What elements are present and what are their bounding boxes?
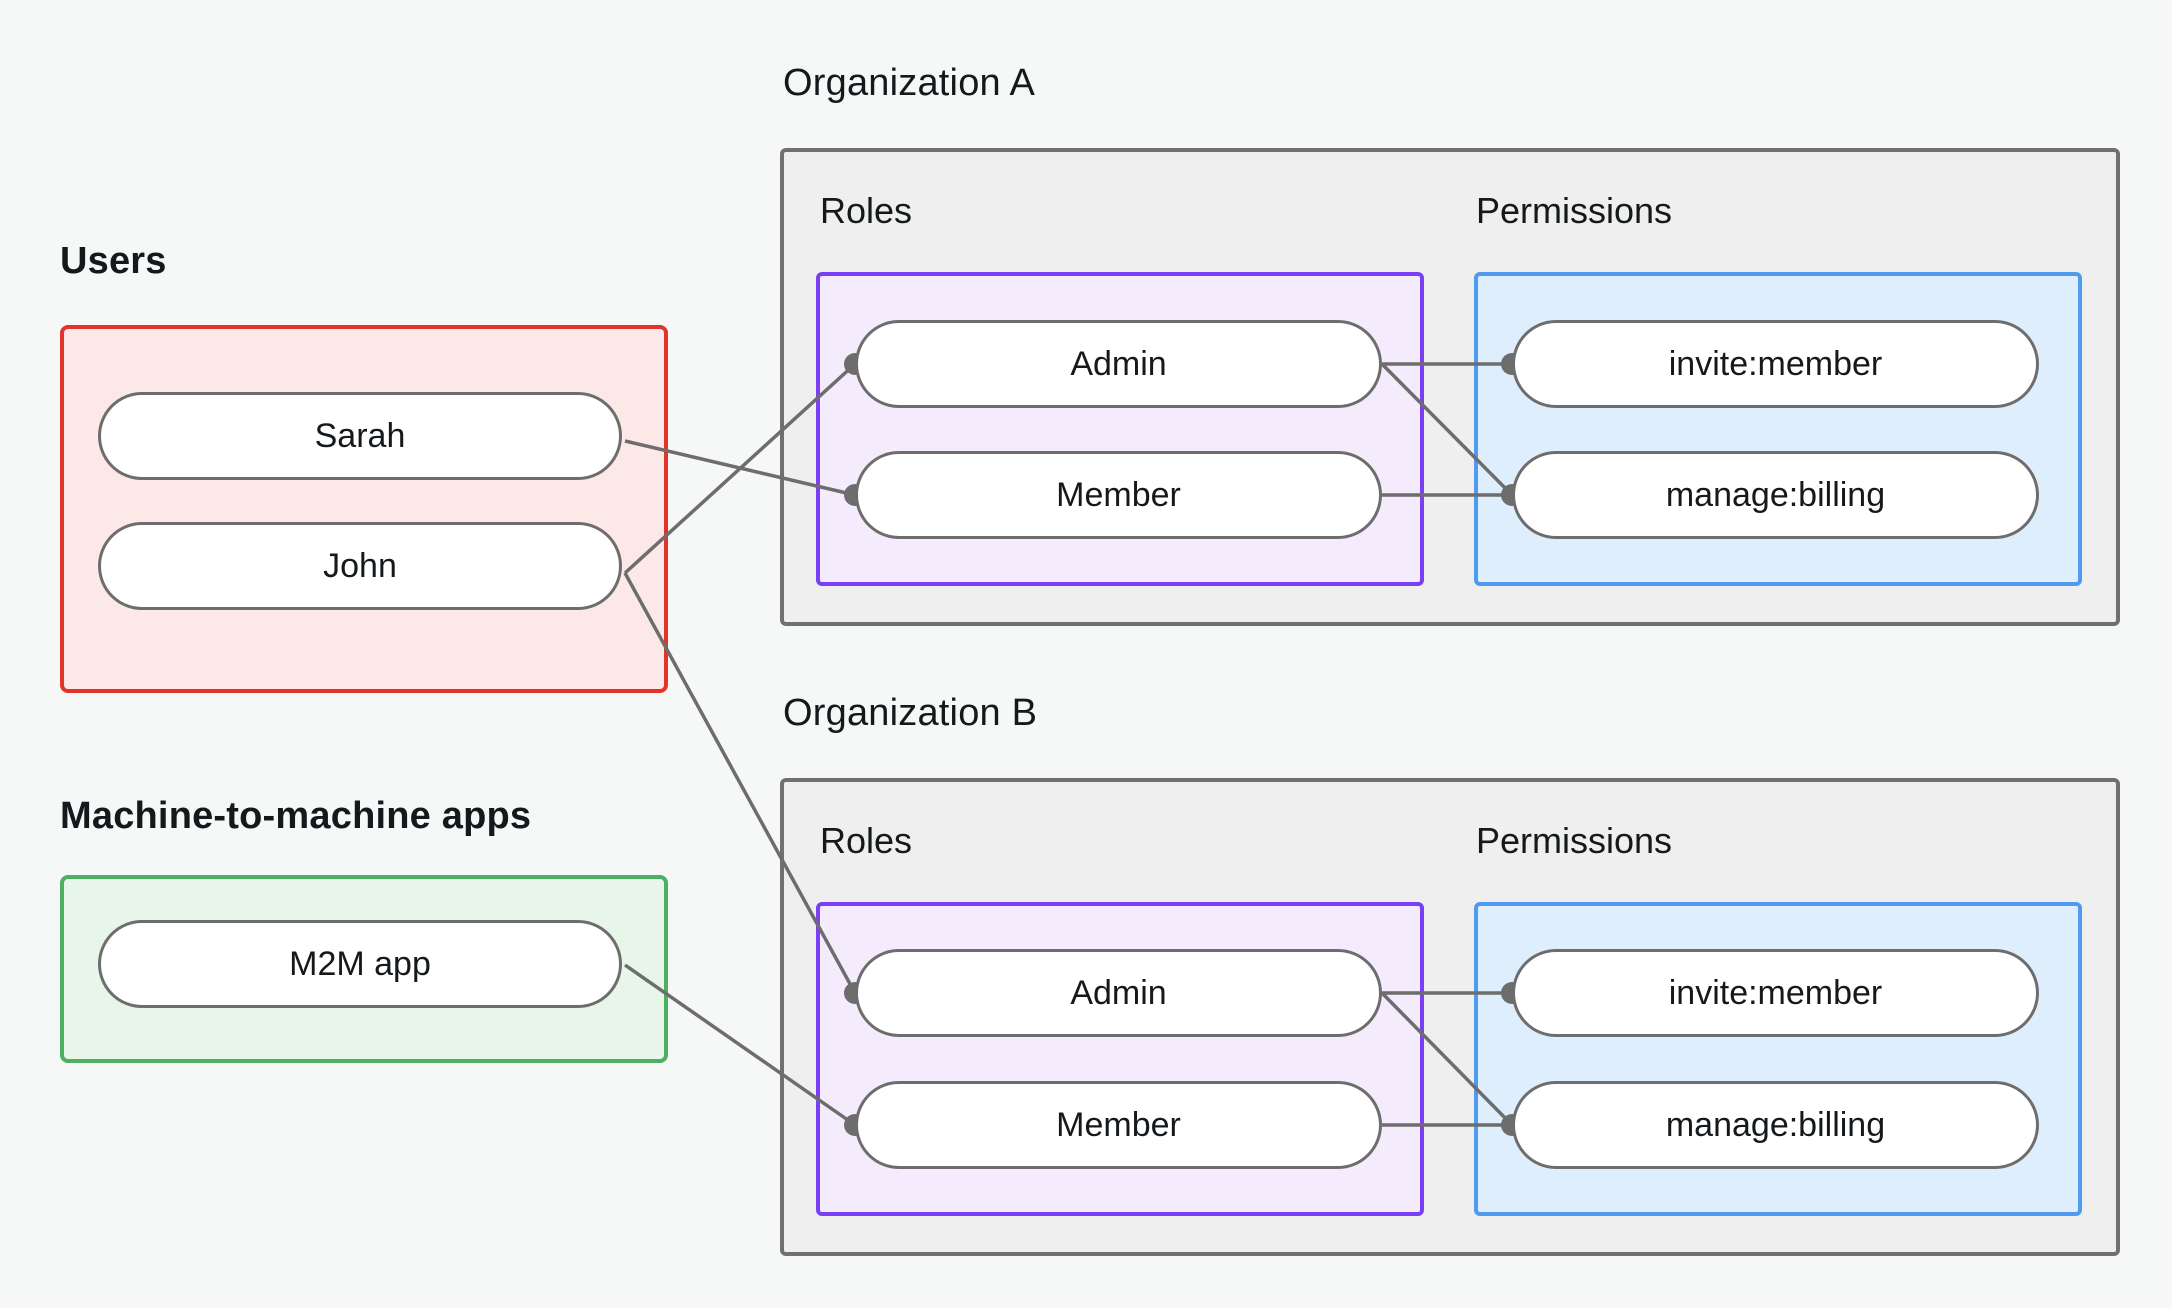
org-b-permission-pill-manage-billing[interactable]: manage:billing <box>1512 1081 2039 1169</box>
users-group-label: Users <box>60 240 167 282</box>
m2m-group-label: Machine-to-machine apps <box>60 795 532 837</box>
m2m-pill-app[interactable]: M2M app <box>98 920 622 1008</box>
org-a-permissions-label: Permissions <box>1476 190 1673 231</box>
user-pill-sarah[interactable]: Sarah <box>98 392 622 480</box>
org-b-permission-pill-invite-member[interactable]: invite:member <box>1512 949 2039 1037</box>
org-b-roles-label: Roles <box>820 820 913 861</box>
org-b-role-pill-admin[interactable]: Admin <box>855 949 1382 1037</box>
org-b-title: Organization B <box>783 692 1038 734</box>
org-a-role-pill-member[interactable]: Member <box>855 451 1382 539</box>
org-a-title: Organization A <box>783 62 1036 104</box>
org-a-role-pill-admin[interactable]: Admin <box>855 320 1382 408</box>
user-pill-john[interactable]: John <box>98 522 622 610</box>
org-b-permissions-label: Permissions <box>1476 820 1673 861</box>
users-container <box>60 325 668 693</box>
org-a-permission-pill-invite-member[interactable]: invite:member <box>1512 320 2039 408</box>
org-a-roles-label: Roles <box>820 190 913 231</box>
org-a-permission-pill-manage-billing[interactable]: manage:billing <box>1512 451 2039 539</box>
org-b-role-pill-member[interactable]: Member <box>855 1081 1382 1169</box>
